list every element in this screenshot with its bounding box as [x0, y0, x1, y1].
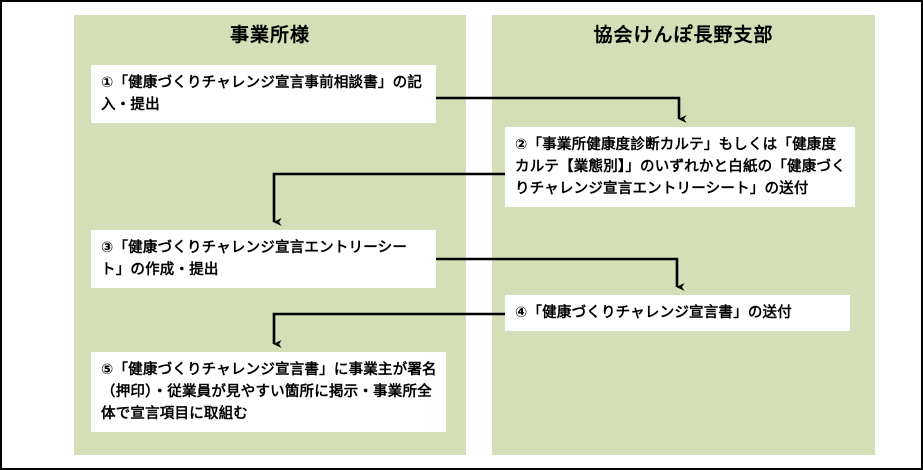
- flow-node-step-5[interactable]: ⑤「健康づくりチャレンジ宣言書」に事業主が署名（押印）・従業員が見やすい箇所に掲…: [91, 352, 446, 433]
- flow-node-step-3[interactable]: ③「健康づくりチャレンジ宣言エントリーシート」の作成・提出: [91, 230, 436, 289]
- flow-node-step-2[interactable]: ②「事業所健康度診断カルテ」もしくは「健康度カルテ【業態別】」のいずれかと白紙の…: [505, 127, 855, 208]
- flow-node-step-1[interactable]: ①「健康づくりチャレンジ宣言事前相談書」の記入・提出: [91, 65, 436, 124]
- column-header-kyokaikenpo: 協会けんぽ長野支部: [593, 24, 774, 46]
- column-panel-kyokaikenpo: [492, 15, 875, 455]
- flow-node-step-4[interactable]: ④「健康づくりチャレンジ宣言書」の送付: [505, 295, 850, 332]
- column-header-employer: 事業所様: [229, 24, 310, 46]
